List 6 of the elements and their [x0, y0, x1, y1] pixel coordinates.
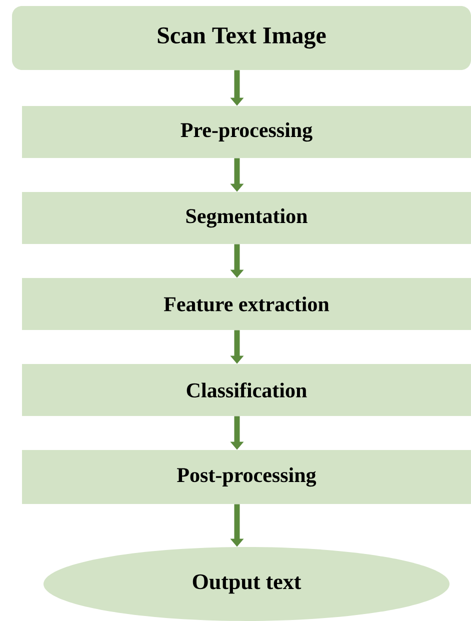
start-box: Scan Text Image — [12, 6, 471, 70]
process-box: Feature extraction — [22, 278, 471, 330]
process-box: Segmentation — [22, 192, 471, 244]
process-box: Post-processing — [22, 450, 471, 504]
process-box: Classification — [22, 364, 471, 416]
process-box: Pre-processing — [22, 106, 471, 158]
